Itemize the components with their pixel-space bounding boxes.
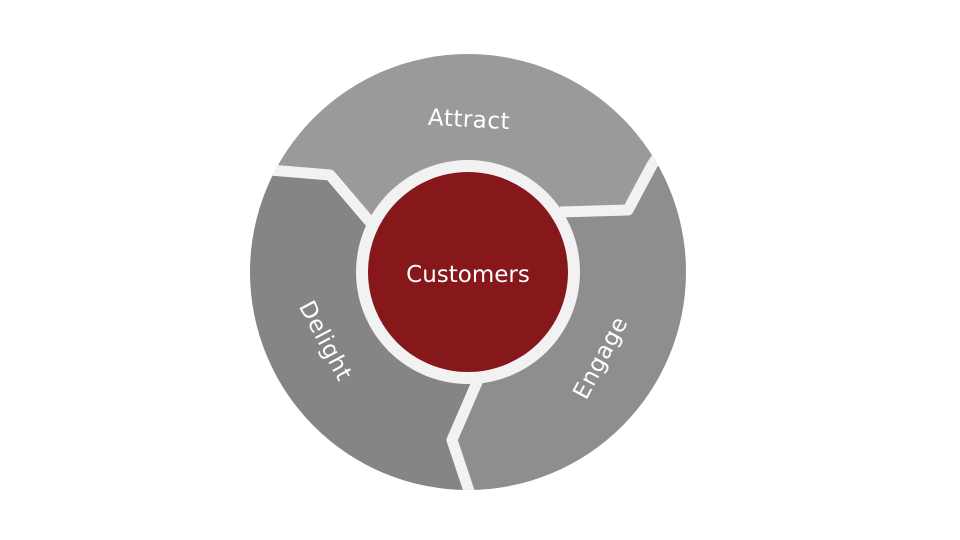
segment-delight: [250, 54, 478, 490]
hub-circle: [368, 172, 568, 372]
hub-label: Customers: [406, 262, 530, 288]
divider-bottom: [446, 377, 484, 490]
segment-label-attract: Attract: [427, 105, 510, 135]
divider-left: [250, 162, 375, 226]
